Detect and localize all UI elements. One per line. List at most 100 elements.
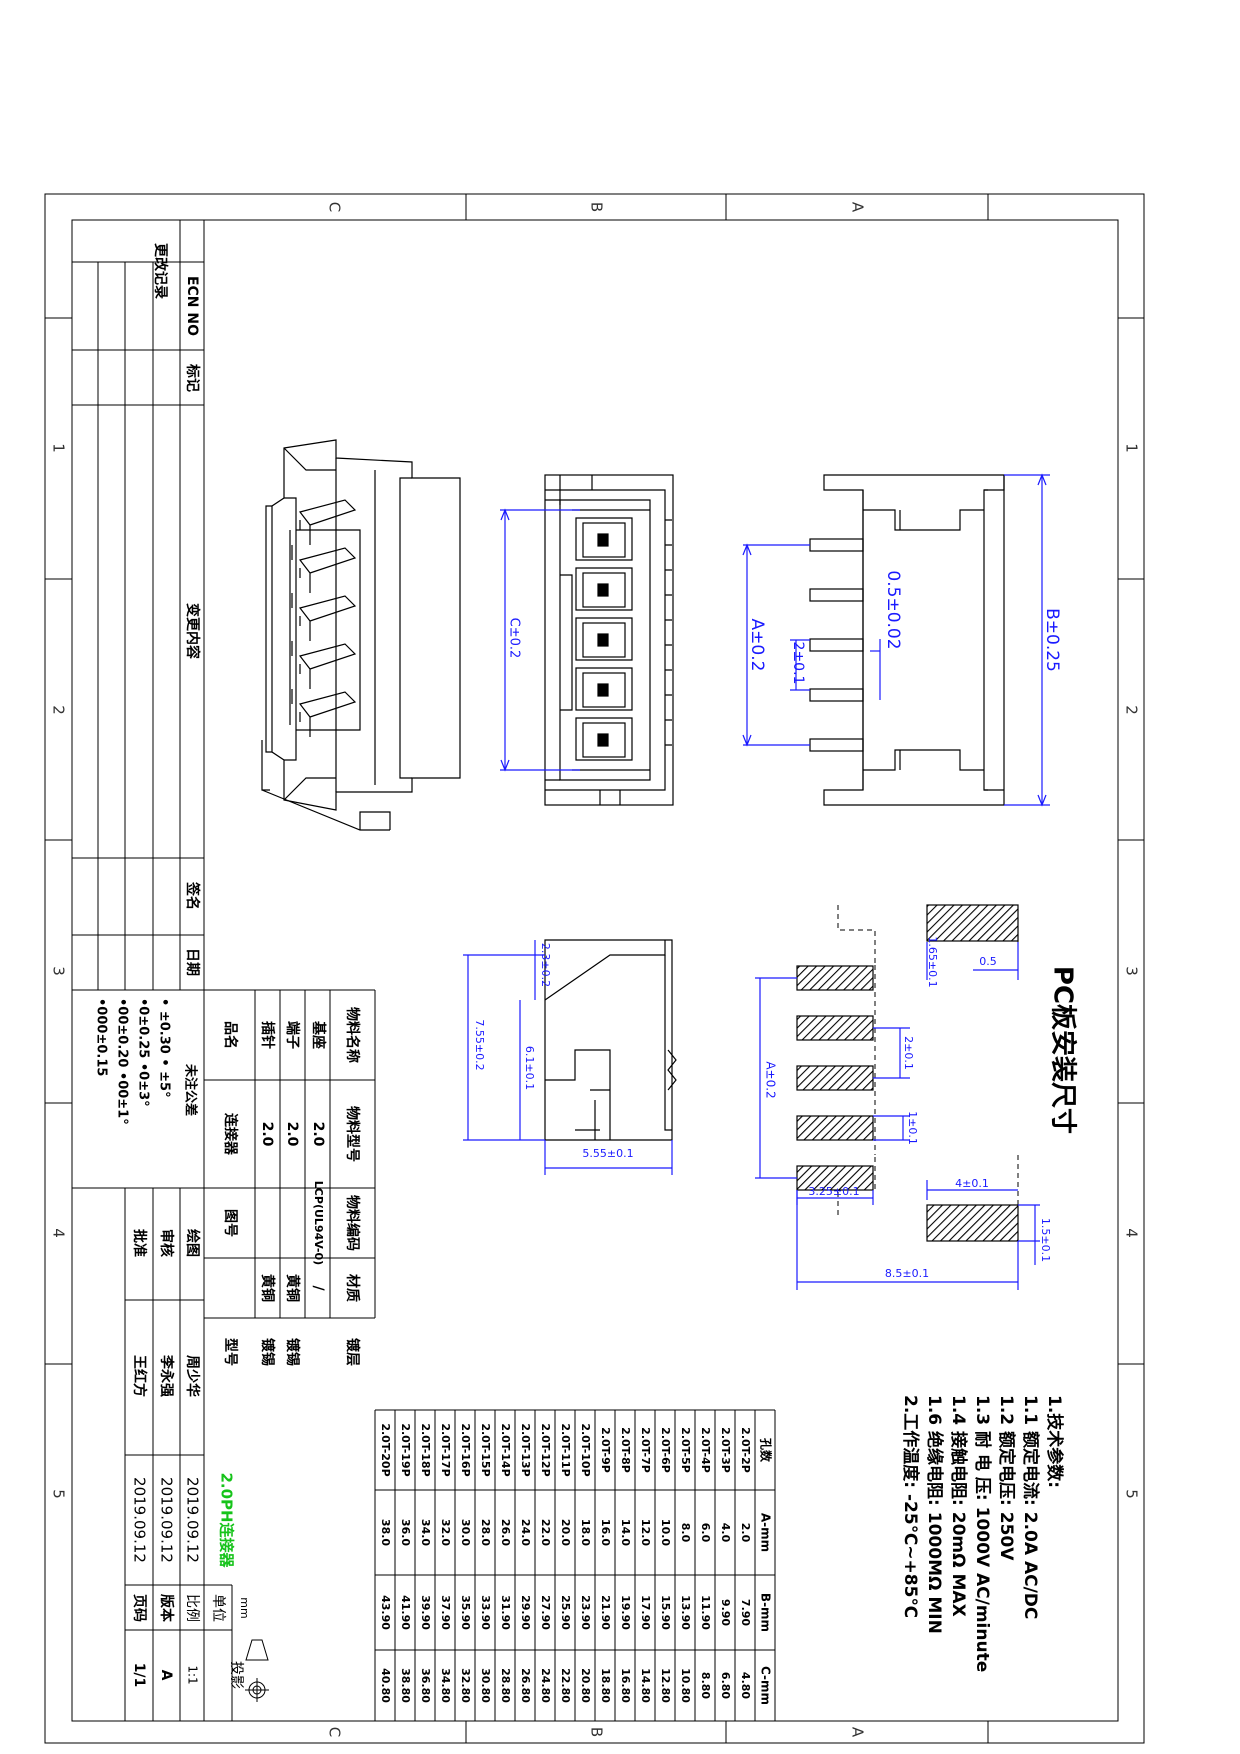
unit-label: 单位 [210,1594,226,1622]
dimension-table: 孔数A-mmB-mmC-mm2.0T-2P2.07.904.802.0T-3P4… [374,1409,776,1722]
dim-table-cell: 21.90 [599,1595,612,1630]
dim-table-cell: 2.0T-5P [679,1427,692,1473]
zone-number: 4 [50,1228,68,1238]
page-value: 1/1 [131,1663,147,1688]
dim-table-cell: 30.0 [459,1519,472,1546]
dim-table-cell: 30.80 [479,1668,492,1703]
page-label: 页码 [131,1594,147,1622]
dim-table-cell: 28.80 [499,1668,512,1703]
dim-c: C±0.2 [507,618,522,659]
material-header: 物料编码 [344,1195,361,1251]
dim-a: A±0.2 [747,619,767,672]
dim-table-cell: 2.0T-13P [519,1423,532,1476]
zone-number: 5 [50,1489,68,1499]
spec-line: 1.2 额定电压: 250V [996,1395,1017,1561]
zone-number: 3 [50,966,68,976]
dim-table-cell: 40.80 [379,1668,392,1703]
projection-label: 投影 [228,1661,244,1689]
pcb-mount-pad [926,1204,1019,1242]
zone-number: 4 [1123,1228,1141,1238]
material-cell: 插针 [259,1021,276,1049]
dim-table-cell: 2.0T-11P [559,1423,572,1476]
pcb-mount-pad [926,904,1019,942]
dim-table-cell: 2.0T-17P [439,1423,452,1476]
dim-table-cell: 8.0 [679,1523,692,1543]
tolerance-block: 未注公差 • ±0.30 • ±5° •0±0.25 •0±3° •00±0.2… [94,998,199,1125]
dim-table-header: B-mm [759,1593,773,1632]
dim-table-cell: 24.80 [539,1668,552,1703]
material-header: 物料型号 [344,1106,361,1162]
sign-role: 绘图 [184,1229,201,1257]
dim-table-cell: 2.0T-6P [659,1427,672,1473]
dim-table-cell: 18.80 [599,1668,612,1703]
dim-table-cell: 24.0 [519,1519,532,1546]
dim-table-cell: 32.80 [459,1668,472,1703]
signature-block: 绘图 审核 批准 周少华 李永强 王红方 2019.09.12 2019.09.… [131,1229,252,1689]
sign-date: 2019.09.12 [131,1477,149,1563]
material-cell: 黄铜 [259,1274,276,1302]
material-cell: LCP(UL94V-0) [312,1181,325,1265]
pcb-title: PC板安装尺寸 [1048,966,1078,1134]
dim-table-cell: 2.0T-16P [459,1423,472,1476]
dim-side-inner: 6.1±0.1 [523,1046,536,1090]
material-table: 物料名称 物料型号 物料编码 材质 镀层 基座 2.0 LCP(UL94V-0)… [204,989,376,1366]
dim-table-cell: 36.80 [419,1668,432,1703]
revision-block: 更改记录 ECN NO 标记 变更内容 签名 日期 [72,220,204,991]
dim-table-cell: 27.90 [539,1595,552,1630]
dim-table-cell: 4.80 [739,1672,752,1699]
spec-line: 2.工作温度: -25℃~+85℃ [900,1395,921,1618]
dim-table-cell: 14.80 [639,1668,652,1703]
dim-b: B±0.25 [1042,608,1062,672]
zone-numbers: 1 2 3 4 5 1 2 3 4 5 [50,443,1141,1499]
material-header: 镀层 [344,1338,361,1366]
dim-pcb-c: 4±0.1 [955,1177,989,1190]
dim-pin-width: 0.5±0.02 [883,570,903,649]
dim-table-cell: 10.80 [679,1668,692,1703]
dim-table-cell: 20.0 [559,1519,572,1546]
pcb-dimensions [755,942,1040,1290]
pcb-pad [796,1115,874,1141]
tolerance-line: •0±0.25 •0±3° [136,998,151,1107]
material-header: 材质 [344,1274,361,1302]
material-cell: 黄铜 [284,1274,301,1302]
dim-table-cell: 2.0T-9P [599,1427,612,1473]
dim-pitch: 2±0.1 [790,642,806,685]
dim-table-cell: 6.80 [719,1672,732,1699]
dim-side-depth: 5.55±0.1 [582,1147,633,1160]
dim-pcb-pitch: 2±0.1 [902,1036,915,1070]
iso-slots [289,530,293,725]
dim-table-cell: 31.90 [499,1595,512,1630]
material-cell: / [310,1285,326,1291]
dim-pcb-b: 3.25±0.1 [808,1185,859,1198]
dim-table-cell: 15.90 [659,1595,672,1630]
dim-table-cell: 19.90 [619,1595,632,1630]
zone-number: 1 [1123,443,1141,453]
sign-name: 王红方 [131,1355,148,1397]
zone-letter: A [849,1727,867,1738]
dim-table-cell: 2.0 [739,1523,752,1543]
dim-table-cell: 38.0 [379,1519,392,1546]
dim-table-header: C-mm [759,1666,773,1705]
dim-table-cell: 38.80 [399,1668,412,1703]
spec-line: 1.4 接触电阻: 20mΩ MAX [948,1395,969,1617]
isometric-view [261,439,461,831]
dim-table-cell: 35.90 [459,1595,472,1630]
dim-table-cell: 32.0 [439,1519,452,1546]
profile-view [544,939,677,1141]
product-name: 2.0PH连接器 [218,1472,236,1568]
dim-table-cell: 10.0 [659,1519,672,1546]
dim-table-cell: 22.0 [539,1519,552,1546]
dim-table-cell: 20.80 [579,1668,592,1703]
profile-dimensions [463,940,673,1175]
pcb-layout [796,904,1019,1242]
dim-table-cell: 2.0T-12P [539,1423,552,1476]
dim-table-cell: 2.0T-20P [379,1423,392,1476]
sign-date: 2019.09.12 [184,1477,202,1563]
dim-table-cell: 18.0 [579,1519,592,1546]
pcb-pad [796,1165,874,1191]
dim-pcb-total: 8.5±0.1 [885,1267,929,1280]
material-cell: 端子 [284,1021,301,1049]
dim-table-cell: 34.0 [419,1519,432,1546]
dim-table-cell: 22.80 [559,1668,572,1703]
